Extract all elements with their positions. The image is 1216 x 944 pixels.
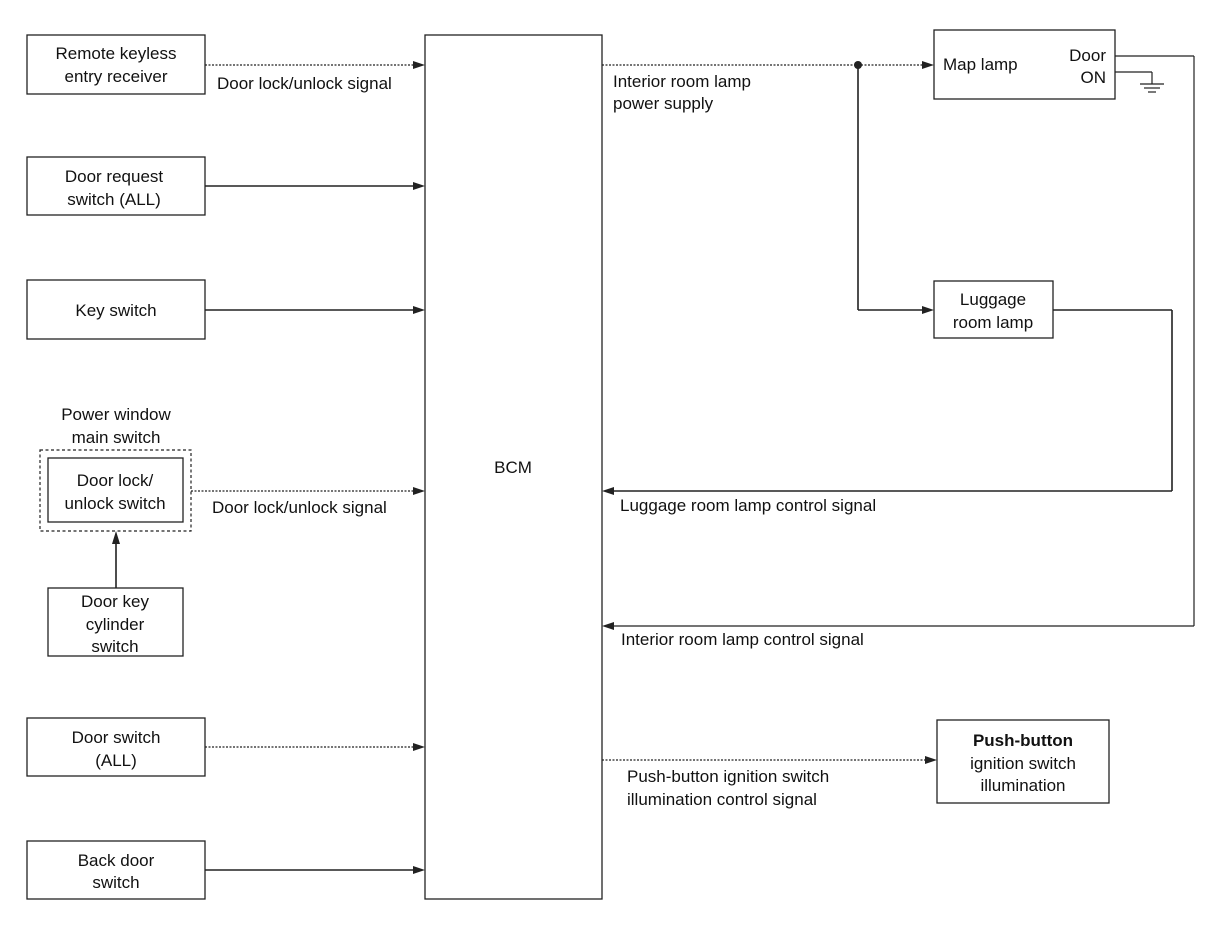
power-window-dashed-outline	[39, 449, 192, 532]
door-switch-signal-wire	[205, 743, 425, 751]
push-button-control-label-line2: illumination control signal	[627, 790, 817, 809]
door-lock-unlock-switch-line1: Door lock/	[77, 471, 154, 490]
push-button-control-label-line1: Push-button ignition switch	[627, 767, 829, 786]
key-switch-label: Key switch	[75, 301, 156, 320]
luggage-lamp-label-line2: room lamp	[953, 313, 1033, 332]
door-lock-unlock-switch-line2: unlock switch	[64, 494, 165, 513]
remote-keyless-label-line2: entry receiver	[65, 67, 168, 86]
key-switch-box: Key switch	[26, 279, 206, 340]
door-switch-box: Door switch (ALL)	[26, 717, 206, 777]
door-key-cylinder-line3: switch	[91, 637, 138, 656]
luggage-control-label: Luggage room lamp control signal	[620, 496, 876, 515]
ground-wire	[1115, 71, 1164, 93]
door-lock-unlock-switch-box	[47, 457, 184, 523]
interior-power-supply-wire	[602, 61, 934, 314]
power-window-main-switch: Power window main switch Door lock/ unlo…	[39, 405, 192, 532]
push-button-illum-line2: ignition switch	[970, 754, 1076, 773]
remote-keyless-signal-wire	[205, 61, 425, 69]
remote-keyless-entry-receiver-box: Remote keyless entry receiver	[26, 34, 206, 95]
interior-power-label-line2: power supply	[613, 94, 714, 113]
luggage-control-signal-wire	[602, 309, 1173, 495]
door-key-cylinder-wire	[112, 531, 120, 588]
interior-control-signal-wire	[602, 55, 1195, 630]
push-button-control-signal-wire	[602, 756, 937, 764]
interior-control-label: Interior room lamp control signal	[621, 630, 864, 649]
door-switch-label-line1: Door switch	[72, 728, 161, 747]
door-lock-unlock-switch-signal-wire	[191, 487, 425, 495]
door-key-cylinder-line2: cylinder	[86, 615, 145, 634]
door-on-label-line1: Door	[1069, 46, 1106, 65]
power-window-title-line2: main switch	[72, 428, 161, 447]
door-key-cylinder-switch-box: Door key cylinder switch	[47, 587, 184, 657]
push-button-illumination-box: Push-button ignition switch illumination	[936, 719, 1110, 804]
remote-keyless-label-line1: Remote keyless	[56, 44, 177, 63]
back-door-label-line1: Back door	[78, 851, 155, 870]
luggage-room-lamp-box: Luggage room lamp	[933, 280, 1054, 339]
push-button-illum-line3: illumination	[980, 776, 1065, 795]
key-switch-signal-wire	[205, 306, 425, 314]
bcm-label: BCM	[494, 458, 532, 477]
door-on-label-line2: ON	[1081, 68, 1107, 87]
door-lock-unlock-signal-label-1: Door lock/unlock signal	[217, 74, 392, 93]
door-key-cylinder-line1: Door key	[81, 592, 150, 611]
bcm-box: BCM	[424, 34, 603, 900]
door-lock-unlock-signal-label-2: Door lock/unlock signal	[212, 498, 387, 517]
back-door-signal-wire	[205, 866, 425, 874]
door-request-label-line2: switch (ALL)	[67, 190, 161, 209]
luggage-lamp-label-line1: Luggage	[960, 290, 1026, 309]
door-request-label-line1: Door request	[65, 167, 164, 186]
power-window-title-line1: Power window	[61, 405, 171, 424]
map-lamp-label: Map lamp	[943, 55, 1018, 74]
back-door-switch-box: Back door switch	[26, 840, 206, 900]
map-lamp-box: Map lamp Door ON	[933, 29, 1116, 100]
door-request-signal-wire	[205, 182, 425, 190]
door-switch-label-line2: (ALL)	[95, 751, 137, 770]
back-door-label-line2: switch	[92, 873, 139, 892]
interior-power-label-line1: Interior room lamp	[613, 72, 751, 91]
push-button-illum-line1: Push-button	[973, 731, 1073, 750]
door-request-switch-box: Door request switch (ALL)	[26, 156, 206, 216]
